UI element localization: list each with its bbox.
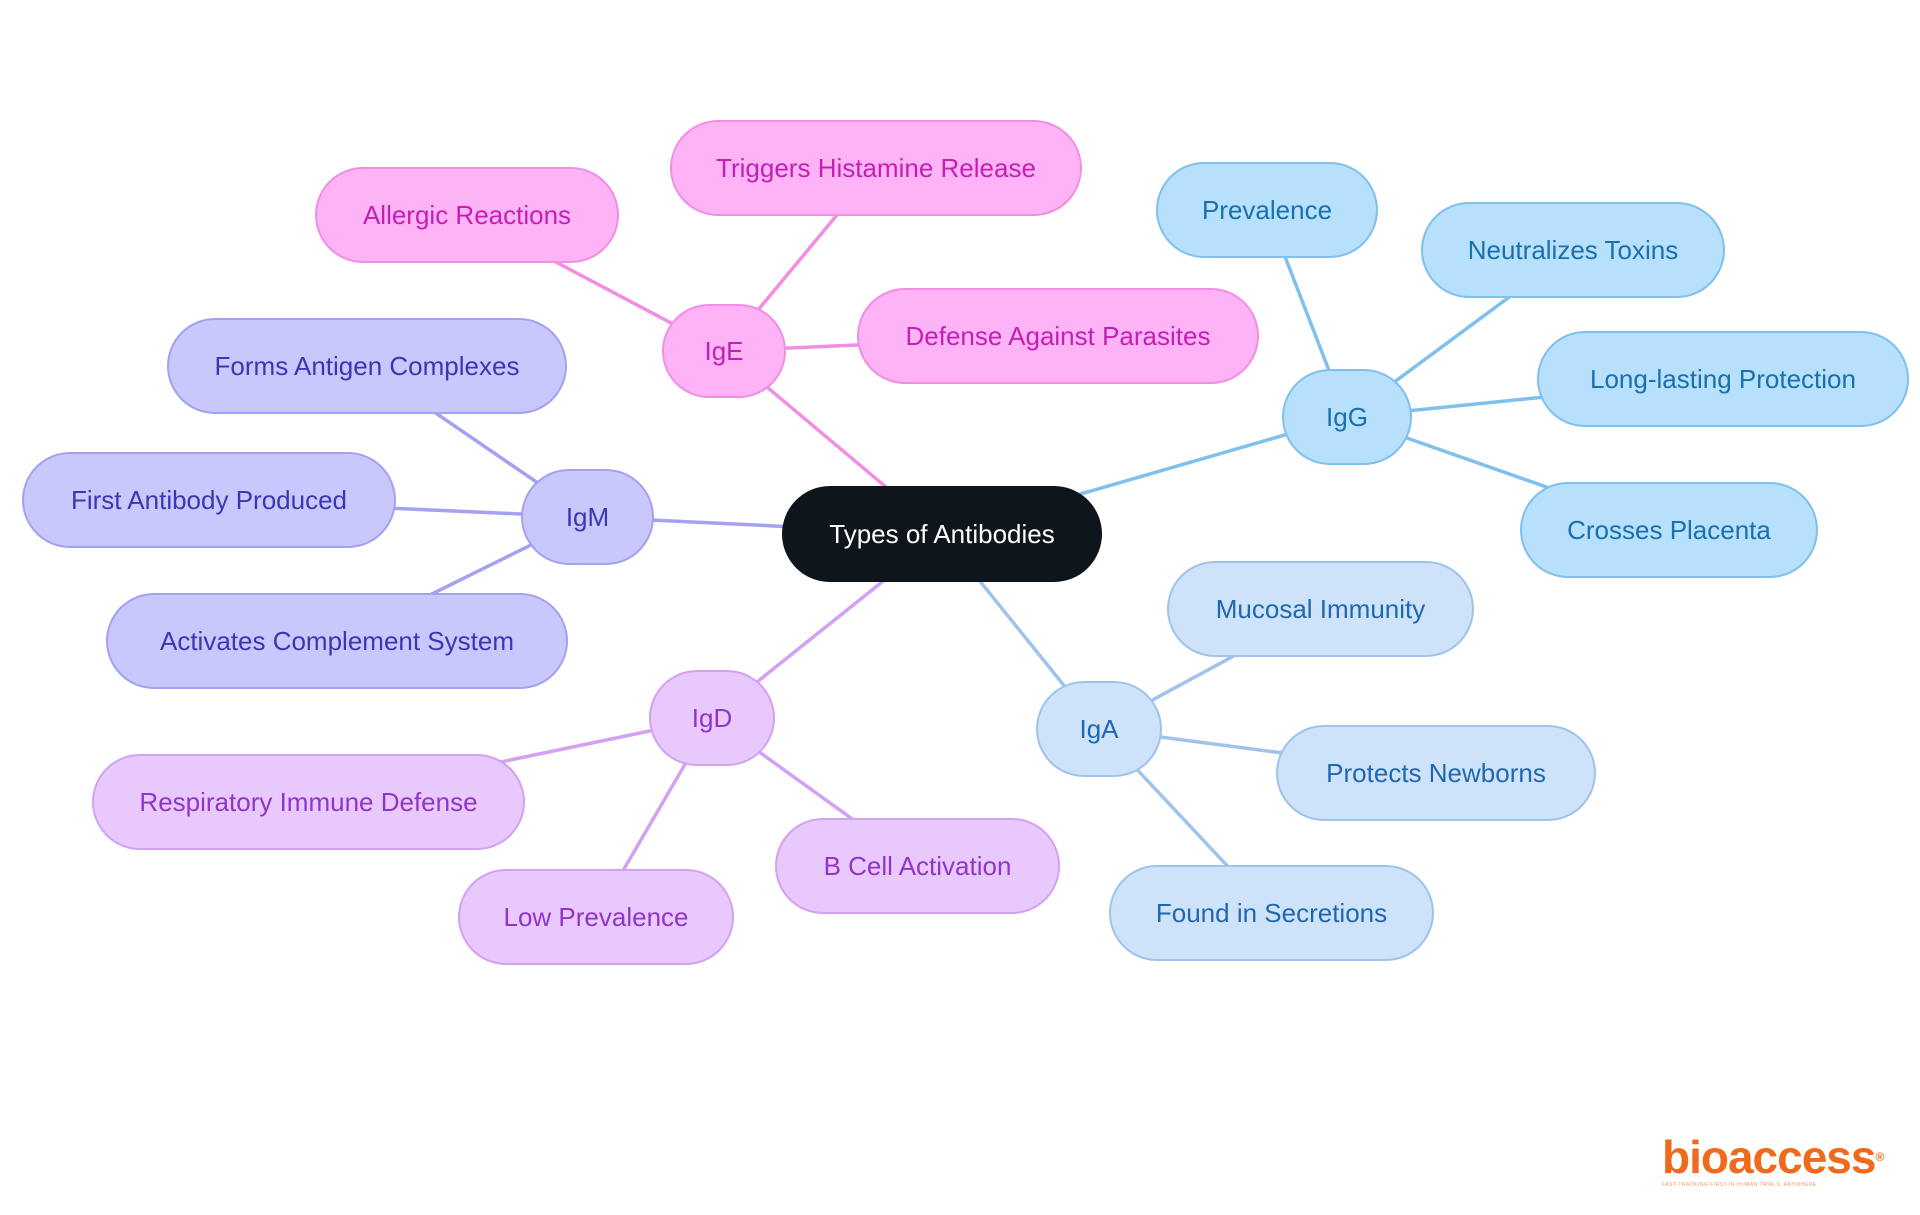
branch-node-ige: IgE	[662, 304, 786, 398]
leaf-node-protects-newborns: Protects Newborns	[1276, 725, 1596, 821]
leaf-node-triggers-histamine-release: Triggers Histamine Release	[670, 120, 1082, 216]
leaf-node-low-prevalence: Low Prevalence	[458, 869, 734, 965]
leaf-node-neutralizes-toxins: Neutralizes Toxins	[1421, 202, 1725, 298]
leaf-node-defense-against-parasites: Defense Against Parasites	[857, 288, 1259, 384]
leaf-node-prevalence: Prevalence	[1156, 162, 1378, 258]
branch-node-iga: IgA	[1036, 681, 1162, 777]
bioaccess-logo: bioaccess® FAST-TRACKING FIRST-IN-HUMAN …	[1662, 1131, 1884, 1190]
branch-node-igm: IgM	[521, 469, 654, 565]
logo-wordmark: bioaccess	[1662, 1131, 1876, 1183]
logo-tagline: FAST-TRACKING FIRST-IN-HUMAN TRIALS, ANY…	[1662, 1182, 1817, 1188]
branch-node-igg: IgG	[1282, 369, 1412, 465]
leaf-node-crosses-placenta: Crosses Placenta	[1520, 482, 1818, 578]
leaf-node-respiratory-immune-defense: Respiratory Immune Defense	[92, 754, 525, 850]
leaf-node-allergic-reactions: Allergic Reactions	[315, 167, 619, 263]
root-node: Types of Antibodies	[782, 486, 1102, 582]
leaf-node-long-lasting-protection: Long-lasting Protection	[1537, 331, 1909, 427]
leaf-node-b-cell-activation: B Cell Activation	[775, 818, 1060, 914]
branch-node-igd: IgD	[649, 670, 775, 766]
leaf-node-found-in-secretions: Found in Secretions	[1109, 865, 1434, 961]
leaf-node-first-antibody-produced: First Antibody Produced	[22, 452, 396, 548]
logo-registered-mark: ®	[1875, 1150, 1884, 1164]
leaf-node-forms-antigen-complexes: Forms Antigen Complexes	[167, 318, 567, 414]
leaf-node-activates-complement-system: Activates Complement System	[106, 593, 568, 689]
leaf-node-mucosal-immunity: Mucosal Immunity	[1167, 561, 1474, 657]
